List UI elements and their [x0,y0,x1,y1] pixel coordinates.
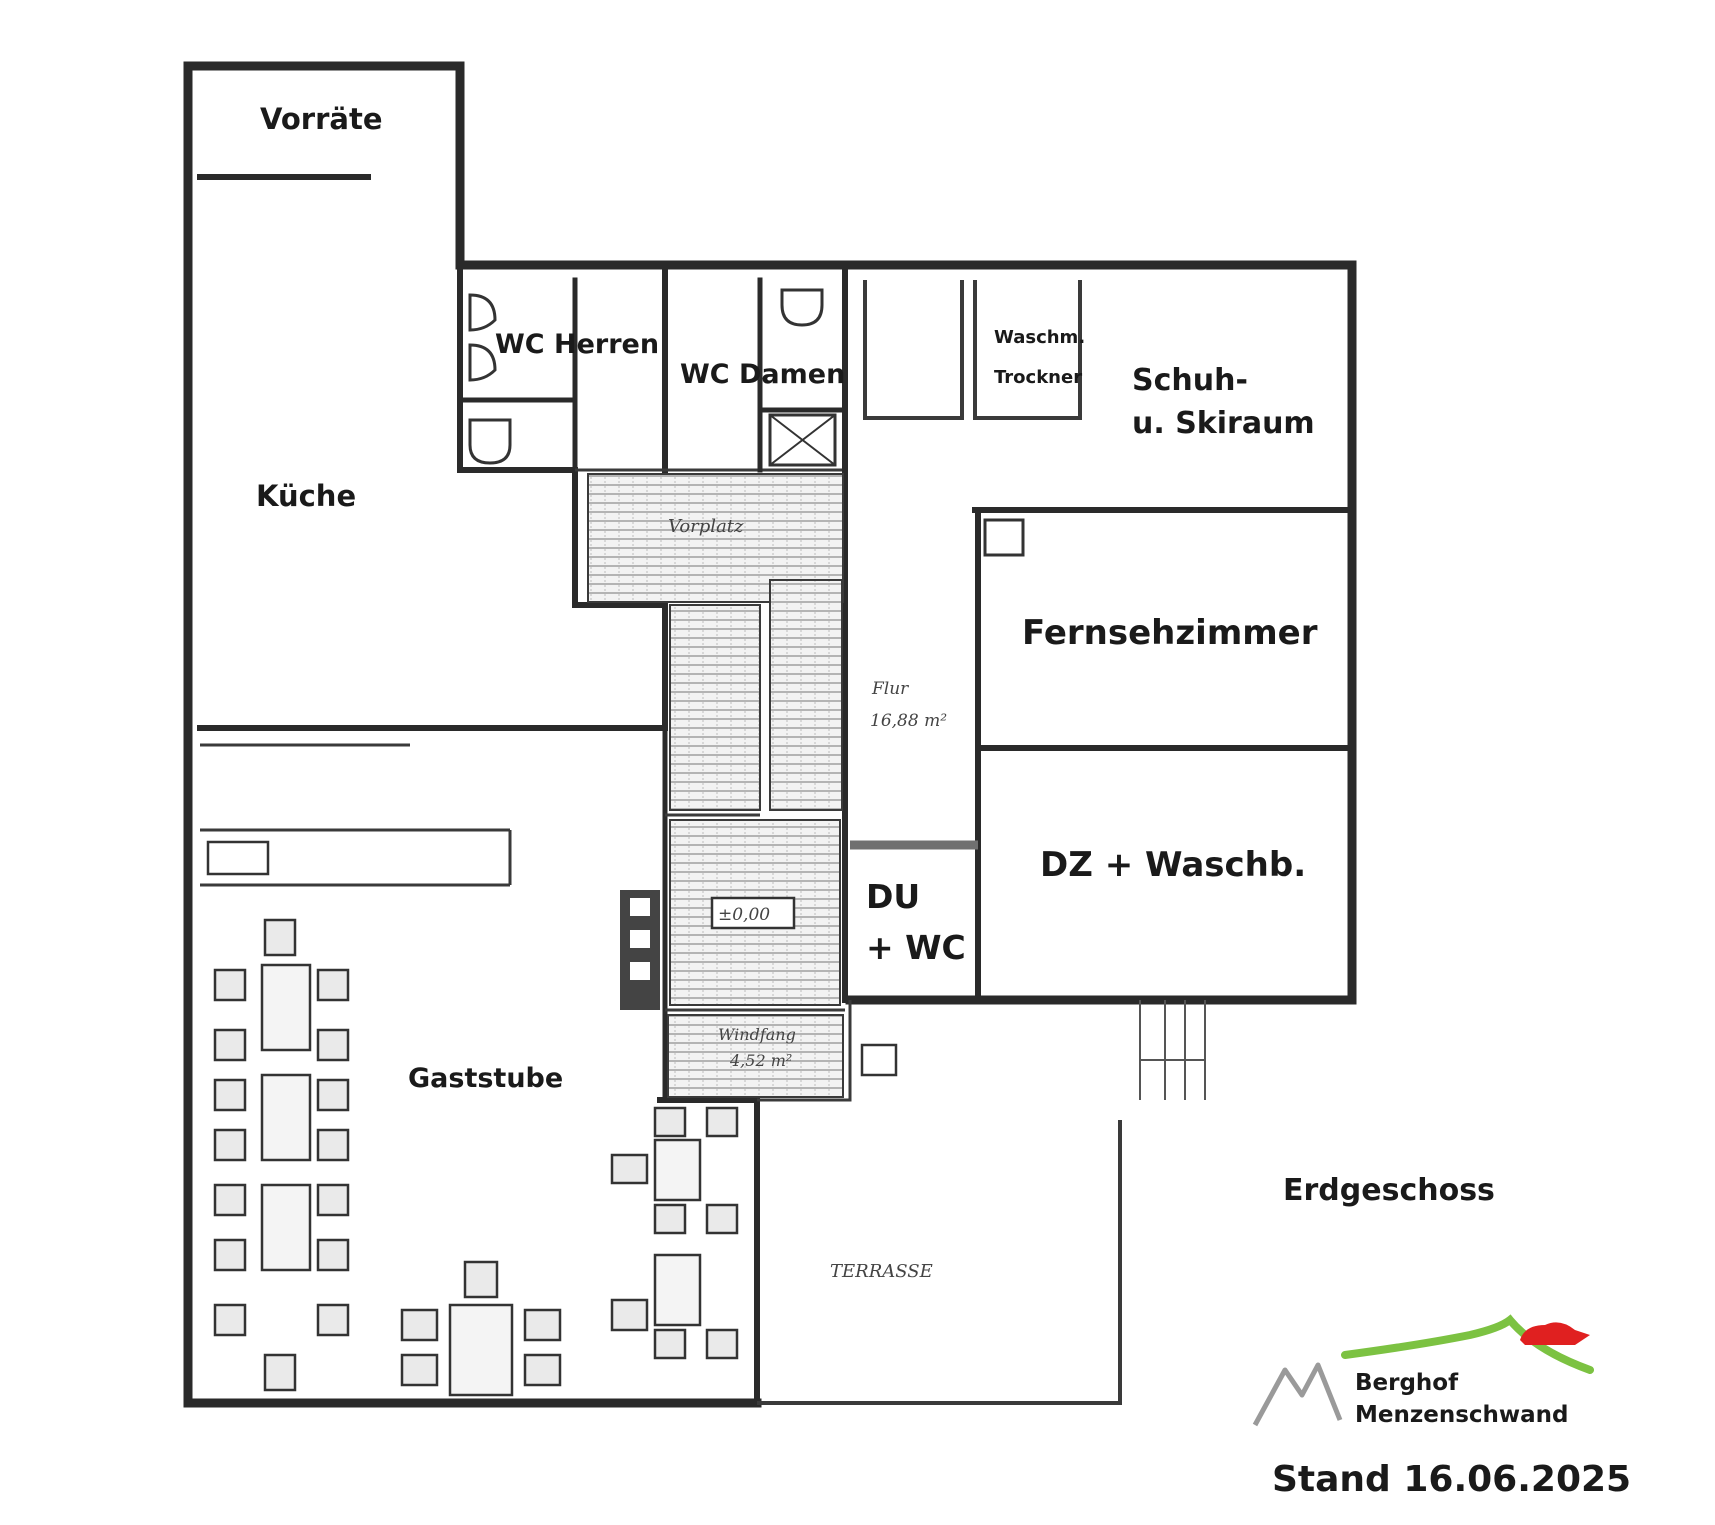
note-terrasse: TERRASSE [830,1261,933,1282]
stair-areas [587,473,844,1098]
note-windfang: Windfang [718,1025,796,1044]
berghof-logo: Berghof Menzenschwand [1252,1314,1594,1428]
room-label-trockner: Trockner [994,367,1082,388]
note-flur-area: 16,88 m² [870,711,947,731]
note-flur: Flur [871,679,909,699]
logo-line-1: Berghof [1355,1370,1459,1396]
sanitary-fixtures [206,288,1025,1077]
room-label-kueche: Küche [256,479,356,513]
room-label-du: DU [866,877,920,916]
roof-icon [1520,1322,1590,1345]
floor-title: Erdgeschoss [1283,1173,1495,1208]
room-label-vorraete: Vorräte [260,102,383,136]
mountain-icon [1252,1362,1343,1427]
logo-line-2: Menzenschwand [1355,1402,1569,1428]
room-label-schuh: Schuh- [1132,363,1248,398]
tables-and-chairs [213,918,739,1397]
room-label-wc-herren: WC Herren [495,329,659,360]
note-level: ±0,00 [718,905,770,925]
note-vorplatz: Vorplatz [668,516,744,537]
note-windfang-area: 4,52 m² [729,1051,792,1070]
room-label-skiraum: u. Skiraum [1132,406,1315,441]
room-label-wc-damen: WC Damen [680,359,845,390]
stand-date: Stand 16.06.2025 [1272,1459,1631,1500]
room-label-dz-waschb: DZ + Waschb. [1040,845,1306,885]
room-label-fernsehzimmer: Fernsehzimmer [1022,613,1318,653]
room-labels: Vorräte Küche WC Herren WC Damen Waschm.… [256,102,1318,1094]
outer-walls [183,61,1357,1408]
room-label-wc: + WC [866,928,966,967]
room-label-waschm: Waschm. [994,327,1085,348]
handwritten-annotations: Vorplatz Flur 16,88 m² ±0,00 Windfang 4,… [668,516,947,1282]
room-label-gaststube: Gaststube [408,1063,563,1094]
interior-walls [197,174,1355,1103]
hill-icon [1341,1314,1594,1374]
